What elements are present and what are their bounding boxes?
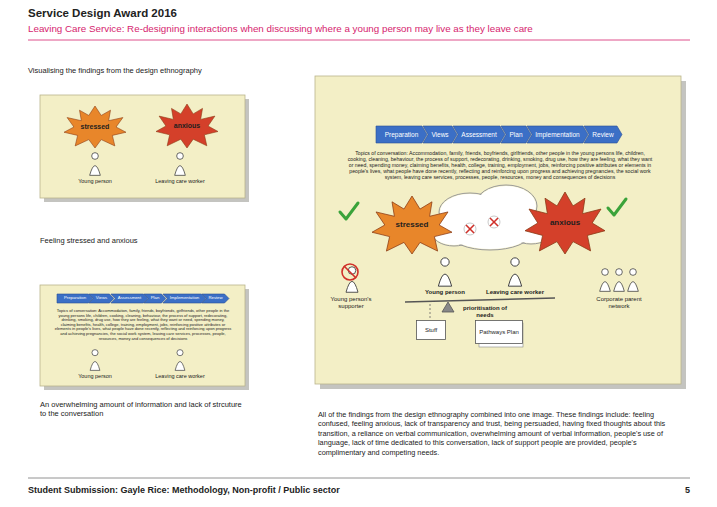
seesaw-fulcrum bbox=[442, 302, 454, 312]
emotion-leaf: anxious bbox=[525, 192, 605, 254]
process-step: Plan bbox=[144, 294, 166, 303]
person-figure bbox=[508, 258, 521, 286]
emotion-leaf: anxious bbox=[156, 104, 218, 148]
process-step: Implementation bbox=[163, 294, 206, 303]
node-label: anxious bbox=[550, 219, 580, 228]
step-label: Implementation bbox=[535, 131, 579, 138]
seesaw-beam bbox=[405, 298, 555, 302]
process-step: Views bbox=[423, 126, 457, 143]
page-number: 5 bbox=[660, 485, 690, 496]
person-figure bbox=[438, 258, 451, 286]
person-figure bbox=[175, 153, 186, 176]
emotion-leaf: stressed bbox=[372, 196, 452, 254]
process-step: Assessment bbox=[111, 294, 148, 303]
person-figure bbox=[90, 350, 100, 371]
person-figure bbox=[90, 153, 101, 176]
step-label: Review bbox=[208, 296, 222, 301]
panel-caption: Feeling stressed and anxious bbox=[40, 236, 245, 245]
no-sign bbox=[342, 264, 358, 280]
footer-text: Student Submission: Gayle Rice: Methodol… bbox=[28, 485, 528, 496]
process-step: Plan bbox=[501, 126, 531, 143]
dashed-line bbox=[430, 304, 431, 319]
emotion-leaf: stressed bbox=[64, 106, 126, 148]
person-label: Leaving care worker bbox=[150, 373, 210, 380]
step-label: Views bbox=[96, 296, 107, 301]
panel bbox=[40, 285, 245, 386]
footer-rule bbox=[28, 478, 690, 479]
person-figure bbox=[175, 350, 185, 371]
step-label: Preparation bbox=[64, 296, 86, 301]
process-step: Review bbox=[202, 294, 229, 303]
process-step: Views bbox=[89, 294, 114, 303]
header-rule bbox=[28, 40, 690, 41]
process-step: Implementation bbox=[527, 126, 588, 143]
paper-document: Pathways Plan bbox=[475, 320, 523, 344]
node-label: Stuff bbox=[425, 327, 437, 334]
person-figure bbox=[600, 269, 611, 292]
step-label: Preparation bbox=[385, 131, 419, 138]
paper-document: Stuff bbox=[416, 320, 446, 340]
person-label: Young person's supporter bbox=[322, 296, 380, 310]
cross-mark bbox=[464, 216, 500, 235]
check-mark bbox=[340, 203, 358, 219]
subtitle: Leaving Care Service: Re-designing inter… bbox=[28, 23, 708, 35]
step-label: Assessment bbox=[118, 296, 141, 301]
check-mark bbox=[608, 199, 626, 215]
step-label: Review bbox=[592, 131, 613, 138]
process-step: Preparation bbox=[57, 294, 93, 303]
topics-text: Topics of conversation: Accommodation, f… bbox=[345, 151, 655, 181]
person-label: Leaving care worker bbox=[479, 289, 551, 296]
node-label: stressed bbox=[396, 221, 429, 230]
step-label: Implementation bbox=[170, 296, 199, 301]
panel-caption: All of the findings from the design ethn… bbox=[318, 410, 680, 457]
process-step: Assessment bbox=[453, 126, 505, 143]
person-label: Young person bbox=[415, 289, 475, 296]
step-label: Plan bbox=[151, 296, 160, 301]
node-label: Pathways Plan bbox=[479, 329, 519, 336]
person-label: Young person bbox=[70, 178, 120, 185]
panel bbox=[315, 76, 681, 384]
topics-text: Topics of conversation: Accommodation, f… bbox=[54, 309, 232, 341]
step-label: Assessment bbox=[461, 131, 496, 138]
section-heading: Visualising the findings from the design… bbox=[28, 66, 428, 75]
node-label: stressed bbox=[81, 123, 110, 131]
process-step: Review bbox=[584, 126, 622, 143]
seesaw-label: prioritisation of needs bbox=[462, 305, 508, 319]
panel-caption: An overwhelming amount of information an… bbox=[40, 400, 245, 418]
panel bbox=[40, 95, 245, 198]
node-label: anxious bbox=[174, 122, 200, 130]
step-label: Plan bbox=[509, 131, 522, 138]
person-label: Corporate parent network bbox=[588, 296, 650, 310]
person-label: Young person bbox=[70, 373, 120, 380]
page-title: Service Design Award 2016 bbox=[28, 7, 177, 19]
process-step: Preparation bbox=[376, 126, 427, 143]
person-figure bbox=[614, 269, 625, 292]
person-label: Leaving care worker bbox=[150, 178, 210, 185]
step-label: Views bbox=[431, 131, 448, 138]
person-figure bbox=[628, 269, 639, 292]
